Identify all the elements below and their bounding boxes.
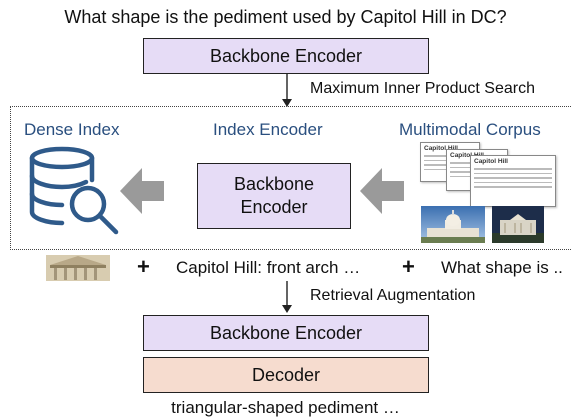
document-stack-icon: Capitol Hill Capitol Hill Capitol Hill <box>420 142 560 208</box>
capitol-photo <box>421 206 485 243</box>
multimodal-corpus-label: Multimodal Corpus <box>399 120 541 139</box>
pediment-photo <box>46 255 110 281</box>
down-arrow-icon <box>282 281 292 313</box>
down-arrow-icon <box>282 74 292 107</box>
backbone-encoder-bottom: Backbone Encoder <box>143 315 429 351</box>
question-text: What shape is the pediment used by Capit… <box>64 7 507 27</box>
left-arrow-icon <box>360 168 404 214</box>
query-text: What shape is .. <box>441 258 563 277</box>
plus-sign: + <box>137 254 150 279</box>
retrieved-text: Capitol Hill: front arch … <box>176 258 361 277</box>
left-arrow-icon <box>120 168 164 214</box>
index-encoder-line2: Encoder <box>240 197 308 217</box>
plus-sign: + <box>402 254 415 279</box>
document-card: Capitol Hill <box>470 155 556 207</box>
mips-label: Maximum Inner Product Search <box>310 80 535 97</box>
backbone-encoder-top-label: Backbone Encoder <box>209 45 363 66</box>
whitehouse-photo <box>492 206 544 243</box>
backbone-encoder-index: Backbone Encoder <box>197 163 351 229</box>
index-encoder-label: Index Encoder <box>213 120 323 139</box>
decoder-box: Decoder <box>143 357 429 393</box>
retrieval-augmentation-label: Retrieval Augmentation <box>310 287 476 304</box>
index-encoder-line1: Backbone <box>233 173 315 194</box>
retrieval-region <box>10 106 571 250</box>
decoder-label: Decoder <box>251 364 321 385</box>
database-search-icon <box>29 146 119 235</box>
backbone-encoder-top: Backbone Encoder <box>143 38 429 74</box>
backbone-encoder-bottom-label: Backbone Encoder <box>209 322 363 343</box>
answer-text: triangular-shaped pediment … <box>171 398 400 417</box>
dense-index-label: Dense Index <box>24 120 120 139</box>
